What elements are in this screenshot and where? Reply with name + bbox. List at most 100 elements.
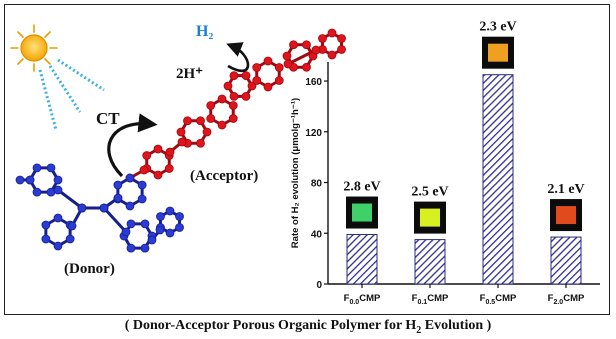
atom <box>139 165 149 175</box>
sample-photo <box>352 203 372 222</box>
atom <box>164 164 174 173</box>
atom <box>217 94 227 104</box>
atom <box>125 201 135 211</box>
atom <box>263 82 273 92</box>
atom <box>196 138 205 148</box>
bar <box>550 236 582 285</box>
bar <box>346 234 378 285</box>
figure-frame <box>4 4 610 315</box>
charge-transfer-arrow <box>107 113 158 178</box>
atom <box>202 127 212 137</box>
atom <box>142 151 152 160</box>
atom <box>183 116 192 126</box>
atom <box>155 225 165 235</box>
y-tick-label: 160 <box>305 77 322 88</box>
atom <box>327 28 337 38</box>
bandgap-label: 2.8 eV <box>343 180 380 195</box>
x-tick-label: F2.0CMP <box>548 293 585 306</box>
sample-photo <box>488 43 508 62</box>
bond <box>57 188 83 210</box>
atom <box>147 235 157 245</box>
y-tick-label: 120 <box>305 128 322 139</box>
sample-photo <box>556 206 576 225</box>
donor-acceptor-scheme: CT H₂ 2H⁺ (Acceptor) (Donor) 04080120160… <box>10 20 600 306</box>
atom <box>274 76 284 85</box>
donor-label: (Donor) <box>64 261 115 277</box>
atom <box>126 243 136 253</box>
sample-photo <box>420 208 440 227</box>
atom <box>15 175 25 185</box>
atom <box>25 175 35 185</box>
atom <box>153 144 163 154</box>
atom <box>41 234 51 244</box>
atom <box>137 180 147 190</box>
figure-caption: ( Donor-Acceptor Porous Organic Polymer … <box>0 318 616 336</box>
bar <box>414 239 446 285</box>
atom <box>175 223 184 232</box>
atom <box>32 187 42 197</box>
bandgap-label: 2.1 eV <box>547 182 584 197</box>
atom <box>140 219 150 229</box>
atom <box>67 221 77 231</box>
y-tick-label: 0 <box>316 280 322 291</box>
light-rays <box>38 58 105 131</box>
atom <box>99 203 109 213</box>
proton-label: 2H⁺ <box>176 66 203 82</box>
sun-icon <box>10 24 58 72</box>
atom <box>113 180 123 190</box>
atom <box>283 59 293 69</box>
atom <box>337 45 346 54</box>
atom <box>302 40 311 50</box>
atom <box>41 220 51 230</box>
atom <box>156 212 165 221</box>
atom <box>229 91 239 101</box>
atom <box>53 175 63 185</box>
atom <box>223 81 233 91</box>
atom <box>241 91 251 101</box>
x-tick-label: F0.0CMP <box>344 293 381 306</box>
acceptor-molecule <box>125 28 346 183</box>
y-axis-label: Rate of H₂ evolution (μmolg⁻¹h⁻¹) <box>290 98 301 248</box>
atom <box>125 173 135 183</box>
atom <box>46 163 56 173</box>
atom <box>337 34 346 43</box>
ct-label: CT <box>96 109 120 128</box>
atom <box>175 212 184 221</box>
atom <box>126 219 136 229</box>
atom <box>229 71 239 81</box>
atom <box>241 71 251 81</box>
atom <box>228 101 238 110</box>
atom <box>318 34 327 43</box>
atom <box>53 185 63 195</box>
atom <box>263 56 273 66</box>
atom <box>302 62 311 72</box>
atom <box>327 50 337 60</box>
atom <box>311 45 321 55</box>
atom <box>228 114 238 123</box>
atom <box>53 213 63 223</box>
atom <box>165 206 175 216</box>
acceptor-label: (Acceptor) <box>190 168 258 184</box>
atom <box>65 234 75 244</box>
atom <box>289 40 298 50</box>
atom <box>121 227 131 237</box>
atom <box>165 147 175 157</box>
atom <box>140 243 150 253</box>
atom <box>137 194 147 204</box>
atom <box>53 241 63 251</box>
x-tick-label: F0.1CMP <box>412 293 449 306</box>
atom <box>177 137 187 147</box>
h2-label: H₂ <box>196 23 213 40</box>
atom <box>252 76 262 85</box>
atom <box>153 170 163 180</box>
h2-evolution-arrow <box>226 42 250 73</box>
bandgap-label: 2.3 eV <box>479 20 516 35</box>
atom <box>206 114 216 123</box>
atom <box>282 51 292 61</box>
atom <box>206 101 216 110</box>
atom <box>274 63 284 72</box>
x-tick-label: F0.5CMP <box>480 293 517 306</box>
bar <box>482 74 514 285</box>
atom <box>113 193 123 203</box>
